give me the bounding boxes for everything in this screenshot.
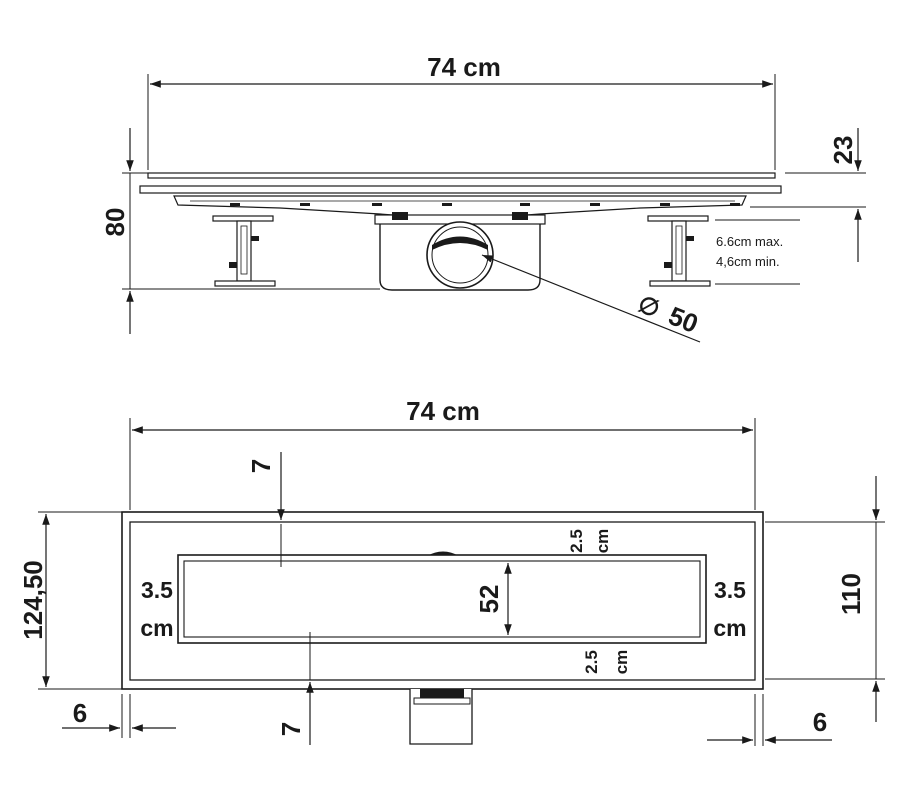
top-inner-gap-unit: cm — [593, 529, 612, 554]
total-height-dimension: 124,50 — [18, 511, 122, 690]
outlet-diameter-symbol: ∅ — [634, 291, 663, 324]
top-inner-gap-dimension: 2.5 cm — [567, 529, 612, 554]
side-drain-body — [139, 172, 782, 291]
bottom-inner-gap-dimension: 2.5 cm — [582, 650, 631, 675]
left-flange-dimension: 6 — [62, 694, 176, 738]
inner-height-label: 110 — [836, 573, 866, 615]
right-margin-dimension: 3.5 cm — [713, 577, 746, 641]
side-left-foot — [212, 215, 276, 287]
bottom-gap-dimension: 7 — [276, 632, 314, 745]
grate-inner — [183, 560, 701, 638]
side-right-foot — [647, 215, 711, 287]
top-gap-label: 7 — [246, 459, 276, 473]
top-view: 74 cm 7 7 52 2.5 — [18, 396, 885, 746]
inner-height-dimension: 110 — [765, 476, 885, 722]
side-height-dimension: 80 — [100, 128, 380, 334]
side-width-label: 74 cm — [427, 52, 501, 82]
bottom-gap-label: 7 — [276, 722, 306, 736]
outlet-diameter-label: 50 — [664, 300, 702, 339]
side-view: 74 cm — [100, 52, 866, 343]
top-width-label: 74 cm — [406, 396, 480, 426]
left-margin-dimension: 3.5 cm — [140, 577, 173, 641]
adjust-min-label: 4,6cm min. — [716, 254, 780, 269]
left-flange-label: 6 — [73, 698, 87, 728]
left-margin-unit: cm — [140, 615, 173, 641]
adjust-max-label: 6.6cm max. — [716, 234, 783, 249]
top-gap-dimension: 7 — [246, 452, 285, 567]
left-margin-label: 3.5 — [141, 577, 173, 603]
right-flange-label: 6 — [813, 707, 827, 737]
grate-height-label: 52 — [474, 585, 504, 614]
side-height-label: 80 — [100, 208, 130, 237]
side-adjust-range: 6.6cm max. 4,6cm min. — [715, 219, 800, 285]
top-width-dimension: 74 cm — [129, 396, 756, 510]
side-top-offset-label: 23 — [828, 136, 858, 165]
grate-height-dimension: 52 — [474, 563, 512, 635]
side-width-dimension: 74 cm — [147, 52, 776, 170]
top-inner-gap-label: 2.5 — [567, 529, 586, 553]
bottom-inner-gap-label: 2.5 — [582, 650, 601, 674]
bottom-inner-gap-unit: cm — [612, 650, 631, 675]
right-margin-label: 3.5 — [714, 577, 746, 603]
outlet-diameter-callout: ∅ 50 — [481, 254, 702, 343]
right-margin-unit: cm — [713, 615, 746, 641]
total-height-label: 124,50 — [18, 560, 48, 640]
right-flange-dimension: 6 — [707, 694, 832, 746]
side-top-offset-dimension: 23 — [750, 128, 866, 262]
